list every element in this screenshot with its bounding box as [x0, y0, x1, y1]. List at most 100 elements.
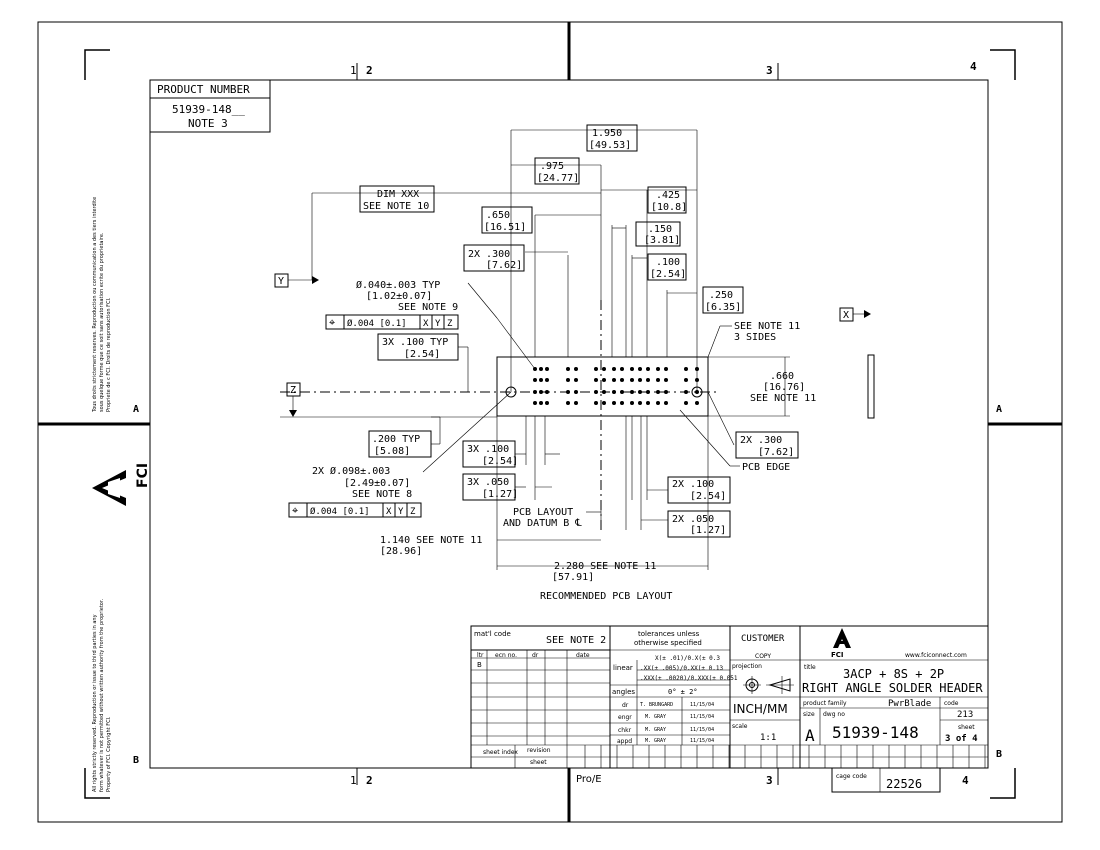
- dr-date: 11/15/04: [690, 702, 714, 708]
- matl-code-value: SEE NOTE 2: [546, 635, 606, 646]
- datum-b-label: AND DATUM B ℄: [503, 518, 582, 529]
- dim-650-mm: [16.51]: [484, 222, 526, 233]
- fcf2-x: X: [386, 507, 392, 517]
- zone-bottom-1: 1: [350, 774, 357, 787]
- dim-425: .425: [656, 190, 680, 201]
- pcb-hole: [646, 367, 650, 371]
- dim-200-typ-mm: [5.08]: [374, 446, 410, 457]
- zone-right-B: B: [996, 749, 1002, 760]
- dwg-no-value: 51939-148: [832, 723, 919, 742]
- website-text: www.fciconnect.com: [905, 652, 967, 659]
- mounting-hole: [505, 386, 517, 398]
- zone-right-A: A: [996, 404, 1002, 415]
- angles-label: angles: [612, 688, 635, 696]
- pcb-hole: [695, 367, 699, 371]
- svg-text:Tous droits strictement reserv: Tous droits strictement reserves. Reprod…: [92, 197, 98, 413]
- title-label: title: [804, 664, 816, 671]
- pcb-hole: [646, 390, 650, 394]
- connector-outline: [496, 356, 709, 417]
- datum-x: X: [843, 310, 849, 321]
- dim-2x300: 2X .300: [468, 249, 510, 260]
- engr-role: engr: [618, 714, 632, 721]
- dim-1950-mm: [49.53]: [589, 140, 631, 151]
- zone-left-A: A: [133, 404, 139, 415]
- matl-code-label: mat'l code: [474, 630, 511, 638]
- pcb-hole: [612, 378, 616, 382]
- pcb-hole: [574, 390, 578, 394]
- sheet-index-grid: [584, 745, 986, 768]
- pcb-hole: [533, 378, 537, 382]
- dim-2x050: 2X .050: [672, 514, 714, 525]
- dim-650: .650: [486, 210, 510, 221]
- pcb-hole: [602, 367, 606, 371]
- appd-date: 11/15/04: [690, 738, 714, 744]
- dim-975: .975: [540, 161, 564, 172]
- pcb-hole: [664, 401, 668, 405]
- sheet-label-small: sheet: [530, 759, 547, 766]
- pcb-hole: [533, 367, 537, 371]
- hole-diameter-mm: [1.02±0.07]: [366, 291, 432, 302]
- pcb-hole: [638, 367, 642, 371]
- pcb-hole: [594, 378, 598, 382]
- dim-2x300-right-mm: [7.62]: [758, 447, 794, 458]
- zone-top-2: 2: [366, 64, 373, 77]
- pcb-hole: [612, 401, 616, 405]
- pcb-hole-pattern: [505, 367, 703, 405]
- dim-3x100-typ-mm: [2.54]: [404, 349, 440, 360]
- pcb-hole: [638, 390, 642, 394]
- pcb-hole: [620, 367, 624, 371]
- fci-logo-margin: FCI: [92, 463, 151, 506]
- title-block: [470, 625, 989, 793]
- dr-role: dr: [622, 702, 629, 709]
- pcb-hole: [638, 401, 642, 405]
- datum-y: Y: [278, 276, 284, 287]
- product-family-value: PwrBlade: [888, 699, 931, 709]
- pcb-hole: [695, 378, 699, 382]
- pcb-hole: [656, 378, 660, 382]
- zone-bottom-4: 4: [962, 774, 969, 787]
- revision-letter: B: [477, 661, 482, 669]
- tolerance-3: .XXX(± .0020)/0.XXX(± 0.051: [640, 675, 738, 682]
- size-label: size: [803, 711, 815, 718]
- title-line-1: 3ACP + 8S + 2P: [843, 667, 944, 681]
- pcb-hole: [664, 378, 668, 382]
- pcb-hole: [545, 378, 549, 382]
- pcb-hole: [533, 390, 537, 394]
- fcf2-y: Y: [398, 507, 404, 517]
- pcb-hole: [594, 401, 598, 405]
- pcb-hole: [545, 401, 549, 405]
- code-value: 213: [957, 710, 973, 720]
- recommended-layout-caption: RECOMMENDED PCB LAYOUT: [540, 591, 672, 602]
- dim-3x100-mm: [2.54]: [482, 456, 518, 467]
- pcb-hole: [656, 367, 660, 371]
- dim-660-mm: [16.76]: [763, 382, 805, 393]
- dim-150: .150: [648, 224, 672, 235]
- see-note-11-a: SEE NOTE 11: [734, 321, 800, 332]
- fcf1-z: Z: [447, 319, 453, 329]
- pcb-hole: [574, 378, 578, 382]
- pcb-hole: [594, 367, 598, 371]
- fcf1-tol: Ø.004 [0.1]: [347, 318, 407, 329]
- copy-label: COPY: [755, 653, 771, 660]
- pcb-hole: [620, 378, 624, 382]
- dim-2x050-mm: [1.27]: [690, 525, 726, 536]
- dim-2280: 2.280 SEE NOTE 11: [554, 561, 656, 572]
- pcb-hole: [566, 378, 570, 382]
- dim-3x050: 3X .050: [467, 477, 509, 488]
- dim-100: .100: [656, 257, 680, 268]
- pcb-hole: [574, 367, 578, 371]
- pcb-hole: [638, 378, 642, 382]
- pcb-hole: [656, 401, 660, 405]
- tolerances-heading-1: tolerances unless: [638, 630, 700, 638]
- pcb-hole: [684, 390, 688, 394]
- scale-label: scale: [732, 723, 748, 730]
- engr-name: M. GRAY: [645, 714, 666, 720]
- size-value: A: [805, 726, 815, 745]
- brand-text: FCI: [831, 651, 844, 659]
- fcf2-symbol: ⌖: [292, 504, 298, 517]
- zone-left-B: B: [133, 755, 139, 766]
- dim-xxx-note: SEE NOTE 10: [363, 201, 429, 212]
- outer-border: [37, 21, 1063, 823]
- hole2-note: SEE NOTE 8: [352, 489, 412, 500]
- pcb-hole: [664, 390, 668, 394]
